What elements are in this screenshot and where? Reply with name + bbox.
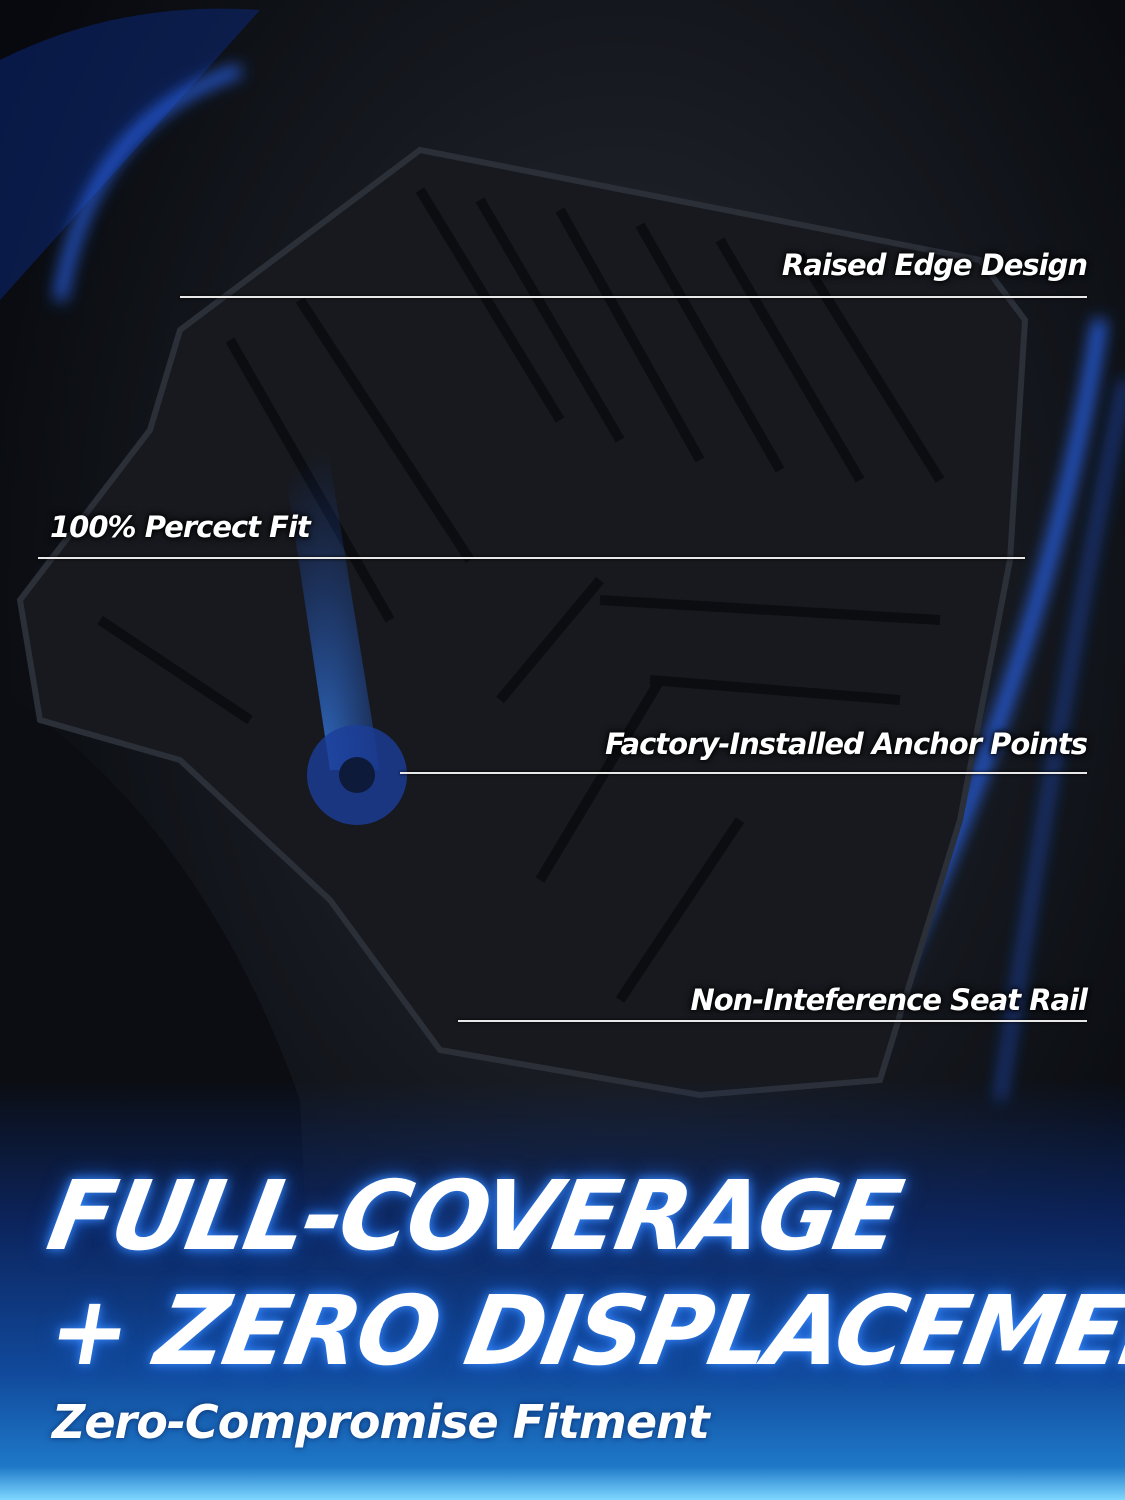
callout-perfect-fit: 100% Percect Fit bbox=[50, 510, 311, 544]
blue-edge-light-far-right bbox=[997, 379, 1125, 1101]
callout-line-raised-edge bbox=[180, 296, 1087, 298]
subtitle: Zero-Compromise Fitment bbox=[52, 1395, 710, 1449]
callout-anchor-points: Factory-Installed Anchor Points bbox=[605, 727, 1088, 761]
bottom-gradient bbox=[0, 1080, 1125, 1500]
callout-line-perfect-fit bbox=[38, 557, 1025, 559]
blue-edge-light-left bbox=[55, 65, 242, 301]
anchor-light-beam bbox=[270, 370, 380, 770]
callout-line-seat-rail bbox=[458, 1020, 1087, 1022]
blue-glow-top-left bbox=[0, 8, 260, 301]
anchor-button bbox=[339, 757, 375, 793]
callout-line-anchor-points bbox=[400, 772, 1087, 774]
callout-raised-edge: Raised Edge Design bbox=[781, 248, 1088, 282]
mat-ribs bbox=[97, 187, 945, 1003]
headline-line-2: + ZERO DISPLACEMENT bbox=[40, 1275, 1125, 1387]
headline-line-1: FULL-COVERAGE bbox=[40, 1160, 908, 1272]
callout-seat-rail: Non-Inteference Seat Rail bbox=[690, 983, 1088, 1017]
